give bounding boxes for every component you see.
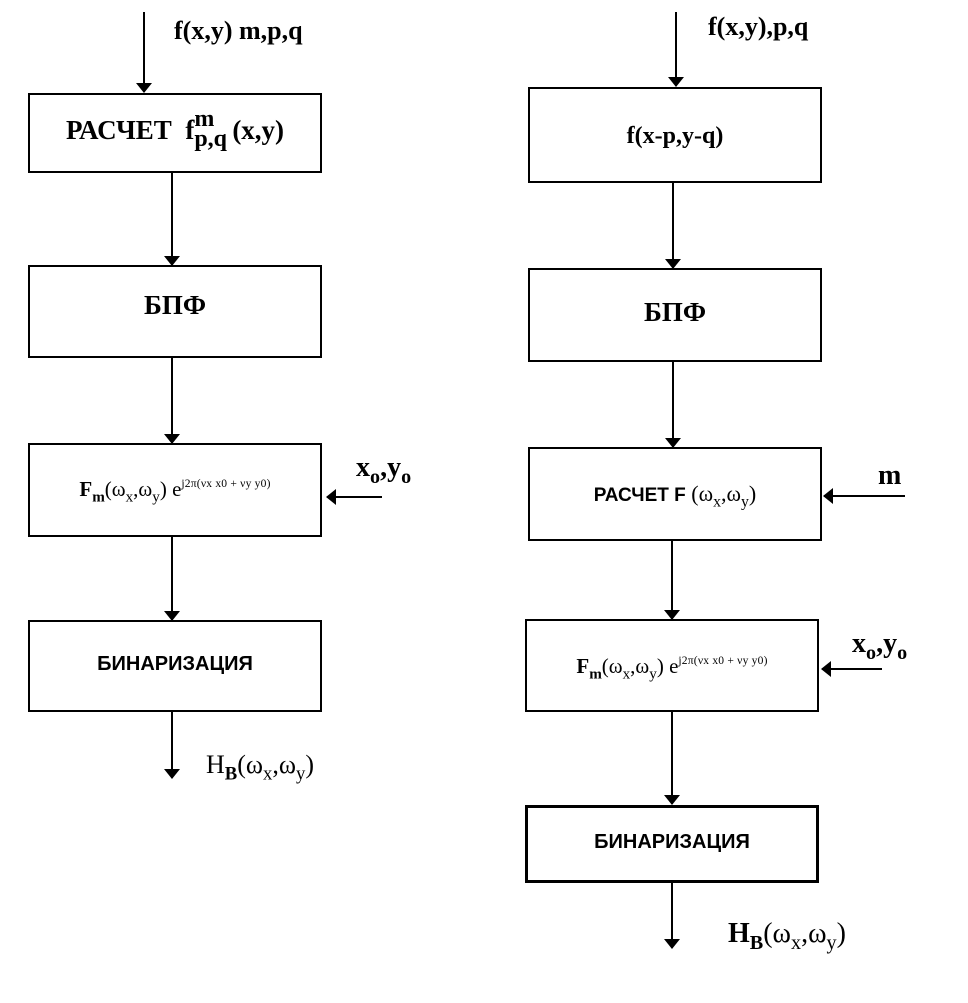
- left-fm-formula: Fm(ωx,ωy) ej2π(νx x0 + νy y0): [79, 476, 271, 505]
- fm-exp-base: e: [669, 654, 679, 678]
- y-symbol: ,y: [876, 628, 898, 659]
- f-args: (x,y): [232, 115, 285, 146]
- out-sub1: x: [791, 932, 802, 955]
- left-xy-input-label: xo,yo: [356, 452, 411, 488]
- fm-exp-base: e: [172, 476, 182, 501]
- H-sub: B: [224, 763, 238, 785]
- left-binarization-label: БИНАРИЗАЦИЯ: [97, 652, 253, 675]
- left-output-label: HB(ωx,ωy): [206, 750, 315, 784]
- compute-F-prefix: РАСЧЕТ F: [593, 485, 686, 506]
- fm-args-mid: ,ω: [133, 476, 153, 501]
- fm-F: F: [79, 476, 93, 501]
- compute-F-sub2: y: [740, 493, 749, 511]
- compute-F-open: (ω: [691, 481, 714, 506]
- fm-F-sub: m: [589, 666, 602, 683]
- left-box-binarization: БИНАРИЗАЦИЯ: [28, 620, 322, 712]
- right-xy-input-label: xo,yo: [852, 628, 907, 664]
- H-symbol: H: [728, 918, 750, 949]
- left-input-label: f(x,y) m,p,q: [174, 16, 303, 45]
- fm-args-mid: ,ω: [630, 654, 650, 678]
- out-sub1: x: [263, 763, 273, 785]
- fm-args-open: (ω: [601, 654, 623, 678]
- fm-exp: j2π(νx x0 + νy y0): [678, 654, 768, 667]
- f-symbol: f: [185, 115, 195, 146]
- right-compute-F-text: РАСЧЕТ F (ωx,ωy): [593, 481, 757, 510]
- x-symbol: x: [852, 628, 866, 659]
- out-close: ): [305, 750, 315, 779]
- fm-args-close: ): [656, 654, 664, 678]
- fm-args-sub2: y: [649, 666, 657, 683]
- x-symbol: x: [356, 452, 370, 483]
- f-superscript: m: [194, 106, 215, 132]
- out-sub2: y: [826, 932, 837, 955]
- right-fm-formula: Fm(ωx,ωy) ej2π(νx x0 + νy y0): [576, 654, 768, 683]
- fm-F: F: [576, 654, 590, 678]
- left-box-fft-label: БПФ: [143, 290, 207, 320]
- right-box-fft: БПФ: [528, 268, 822, 362]
- out-open: (ω: [237, 750, 264, 779]
- right-box-shift: f(x-p,y-q): [528, 87, 822, 183]
- y-sub: o: [897, 642, 908, 665]
- x-sub: o: [866, 642, 877, 665]
- y-sub: o: [401, 466, 412, 489]
- left-box-fft: БПФ: [28, 265, 322, 358]
- x-sub: o: [370, 466, 381, 489]
- compute-prefix: РАСЧЕТ: [65, 115, 172, 146]
- out-sub2: y: [296, 763, 306, 785]
- fm-args-open: (ω: [104, 476, 126, 501]
- left-box-fm-exp: Fm(ωx,ωy) ej2π(νx x0 + νy y0): [28, 443, 322, 537]
- right-output-label: HB(ωx,ωy): [728, 918, 846, 954]
- right-input-label: f(x,y),p,q: [708, 12, 809, 41]
- compute-F-close: ): [748, 481, 757, 506]
- fm-F-sub: m: [92, 488, 105, 505]
- fm-args-sub1: x: [622, 666, 631, 683]
- H-symbol: H: [206, 750, 225, 779]
- fm-args-close: ): [159, 476, 167, 501]
- out-open: (ω: [763, 918, 791, 949]
- fm-args-sub2: y: [152, 488, 160, 505]
- f-subscript: p,q: [194, 126, 228, 152]
- right-box-compute-F: РАСЧЕТ F (ωx,ωy): [528, 447, 822, 541]
- compute-F-sub1: x: [713, 493, 721, 511]
- out-mid: ,ω: [801, 918, 827, 949]
- right-shift-label: f(x-p,y-q): [626, 122, 724, 149]
- out-mid: ,ω: [272, 750, 297, 779]
- right-m-input-label: m: [878, 460, 902, 491]
- right-binarization-label: БИНАРИЗАЦИЯ: [594, 830, 750, 853]
- y-symbol: ,y: [380, 452, 402, 483]
- fm-exp: j2π(νx x0 + νy y0): [181, 477, 271, 490]
- right-box-fm-exp: Fm(ωx,ωy) ej2π(νx x0 + νy y0): [525, 619, 819, 712]
- fm-args-sub1: x: [125, 488, 134, 505]
- compute-F-mid: ,ω: [721, 481, 741, 506]
- right-box-binarization: БИНАРИЗАЦИЯ: [525, 805, 819, 883]
- out-close: ): [836, 918, 846, 949]
- right-box-fft-label: БПФ: [643, 296, 707, 327]
- H-sub: B: [749, 932, 764, 955]
